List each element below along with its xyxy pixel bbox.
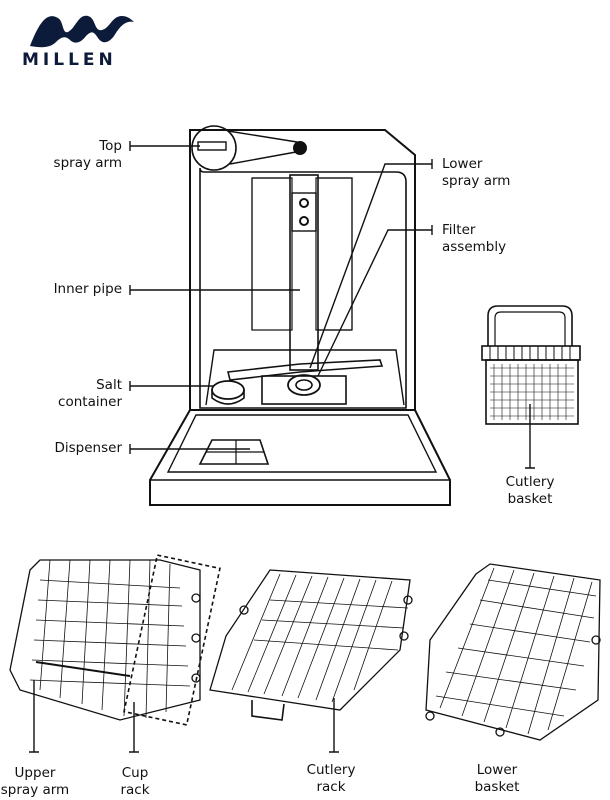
rack-wheel-1 [239, 605, 249, 615]
tub-inner-wall [251, 177, 353, 331]
upper-basket-wires [29, 559, 191, 719]
racks-drawing [9, 554, 601, 753]
leader-salt-container [129, 381, 214, 391]
inner-pipe [289, 174, 319, 371]
brand-logo [30, 15, 134, 48]
inner-panel-left [251, 177, 293, 331]
lower-wheel-2 [495, 727, 505, 737]
salt-container [211, 380, 245, 400]
upper-basket-drawing [9, 554, 221, 726]
lower-spray-arm [227, 359, 384, 381]
filter-plate [261, 375, 347, 405]
cutlery-rack-drawing [209, 569, 413, 721]
salt-container-cap [211, 390, 245, 405]
door-inner [166, 414, 438, 473]
leader-cutlery-basket [525, 404, 535, 469]
pipe-bolt-bottom [299, 216, 309, 226]
pipe-connector [291, 192, 317, 232]
cutlery-rack-wires [231, 573, 409, 703]
cup-rack-dashed [123, 554, 221, 726]
filter-core [295, 379, 313, 391]
cutlery-rack-handle [251, 700, 285, 721]
rack-wheel-2 [403, 595, 413, 605]
tub-floor [205, 349, 405, 406]
dishwasher-drawing [129, 125, 581, 506]
basket-lid [481, 345, 581, 361]
top-spray-arm-hole [293, 141, 307, 155]
lower-wheel-3 [591, 635, 601, 645]
magnifier-lines [227, 130, 298, 165]
upper-basket-frame [9, 559, 201, 721]
basket-handle-inner [494, 311, 566, 346]
basket-wheel-1 [191, 593, 201, 603]
lower-basket-wires [435, 567, 597, 735]
leader-dispenser [129, 444, 250, 454]
cutlery-basket-drawing [481, 305, 581, 425]
cutlery-rack-frame [209, 569, 411, 711]
basket-body [485, 359, 579, 425]
top-spray-arm-magnifier [191, 125, 237, 171]
brand-name: MILLEN [22, 50, 117, 70]
dispenser [198, 439, 270, 465]
leader-upper-spray-arm [29, 680, 39, 753]
lower-basket-frame [425, 563, 601, 741]
label-inner-pipe: Inner pipe [53, 281, 122, 297]
lower-wheel-1 [425, 711, 435, 721]
filter-assembly [287, 374, 321, 396]
label-dispenser: Dispenser [54, 440, 123, 456]
leader-top-spray-arm [129, 141, 200, 151]
leader-filter-assembly [317, 225, 433, 377]
leader-cutlery-rack [329, 698, 339, 753]
top-spray-arm-detail [197, 141, 227, 151]
upper-spray-arm-detail [35, 661, 131, 677]
dispenser-divider [206, 440, 264, 464]
dishwasher-door [149, 409, 451, 506]
basket-mesh [490, 364, 574, 420]
rack-wheel-3 [399, 631, 409, 641]
basket-handle [487, 305, 573, 346]
pipe-bolt-top [299, 198, 309, 208]
basket-wheel-3 [191, 673, 201, 683]
leader-inner-pipe [129, 285, 300, 295]
leader-cup-rack [129, 702, 139, 753]
leader-lower-spray-arm [309, 159, 433, 369]
lower-basket-drawing [425, 563, 601, 741]
basket-lid-grid [489, 346, 571, 360]
logo-mark [30, 15, 134, 48]
basket-wheel-2 [191, 633, 201, 643]
inner-panel-right [315, 177, 353, 331]
tub-inner [199, 167, 407, 409]
